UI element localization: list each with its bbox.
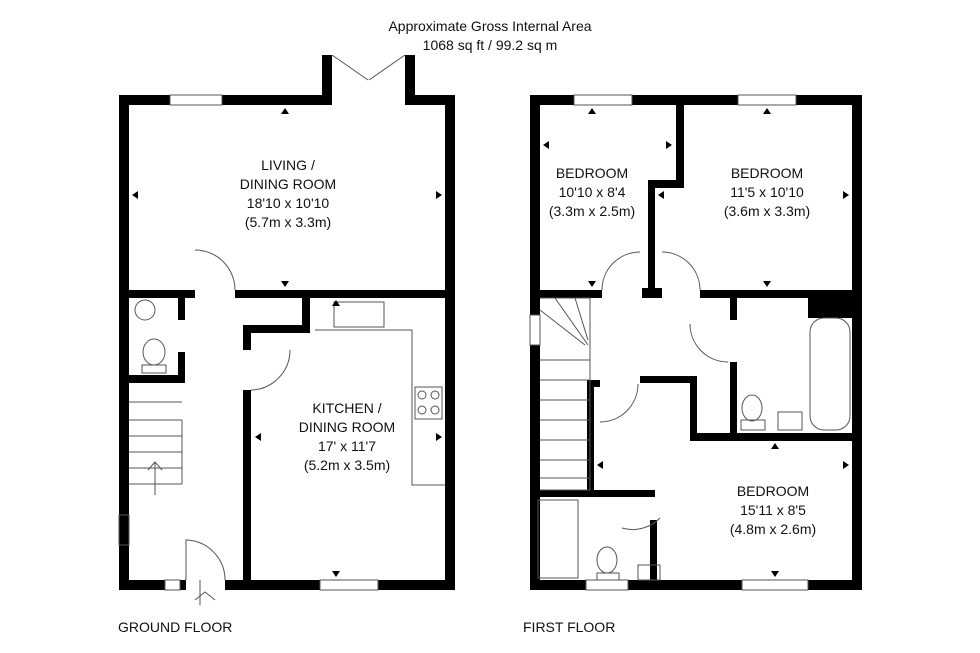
- room-name: BEDROOM: [555, 165, 629, 181]
- room-dimensions-metric: (5.2m x 3.5m): [303, 457, 391, 473]
- room-name: DINING ROOM: [298, 419, 396, 435]
- ground-floor-fixtures: [118, 54, 445, 605]
- room-dimensions-imperial: 18'10 x 10'10: [246, 195, 330, 211]
- ground-floor-label: GROUND FLOOR: [118, 619, 233, 635]
- room-dimensions-metric: (3.6m x 3.3m): [723, 203, 811, 219]
- area-title: Approximate Gross Internal Area: [388, 18, 592, 34]
- room-label-bedroom-1: BEDROOM 10'10 x 8'4 (3.3m x 2.5m): [549, 164, 635, 221]
- room-dimensions-metric: (5.7m x 3.3m): [244, 214, 332, 230]
- room-dimensions-imperial: 17' x 11'7: [317, 438, 377, 454]
- ground-floor-walls: [119, 55, 455, 590]
- room-name: LIVING /: [261, 157, 315, 173]
- first-floor-fixtures: [529, 94, 851, 591]
- room-name: BEDROOM: [736, 483, 810, 499]
- room-dimensions-imperial: 11'5 x 10'10: [730, 184, 804, 200]
- room-dimensions-metric: (4.8m x 2.6m): [729, 521, 817, 537]
- area-value: 1068 sq ft / 99.2 sq m: [422, 37, 558, 53]
- room-dimensions-imperial: 10'10 x 8'4: [558, 184, 626, 200]
- room-label-bedroom-2: BEDROOM 11'5 x 10'10 (3.6m x 3.3m): [724, 164, 810, 221]
- room-label-living-dining: LIVING / DINING ROOM 18'10 x 10'10 (5.7m…: [240, 156, 336, 232]
- room-dimensions-metric: (3.3m x 2.5m): [548, 203, 636, 219]
- room-name: DINING ROOM: [239, 176, 337, 192]
- room-dimensions-imperial: 15'11 x 8'5: [740, 502, 806, 518]
- room-name: BEDROOM: [730, 165, 804, 181]
- room-name: KITCHEN /: [312, 400, 382, 416]
- first-floor-label: FIRST FLOOR: [523, 619, 616, 635]
- room-label-kitchen-dining: KITCHEN / DINING ROOM 17' x 11'7 (5.2m x…: [299, 399, 395, 475]
- room-label-bedroom-3: BEDROOM 15'11 x 8'5 (4.8m x 2.6m): [730, 482, 816, 539]
